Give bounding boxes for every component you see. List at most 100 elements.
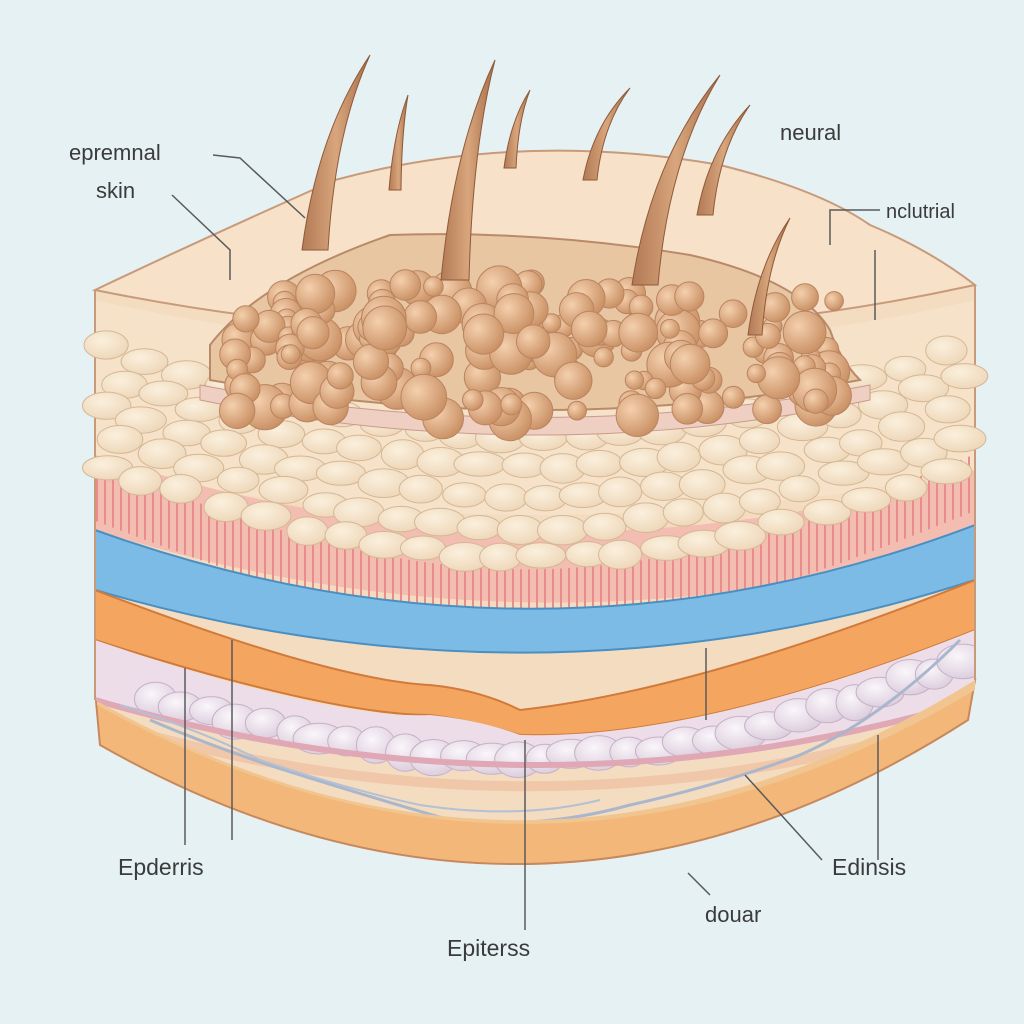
fat-globule <box>500 393 523 416</box>
epidermal-cell <box>82 391 132 420</box>
fat-globule <box>718 299 748 329</box>
epidermal-cell <box>240 501 292 531</box>
speckle <box>677 846 691 857</box>
hair-icon <box>696 104 751 216</box>
blue-vessel-layer <box>95 523 975 654</box>
label-douar: douar <box>705 902 761 927</box>
fat-globule <box>669 343 711 385</box>
epidermal-cell <box>456 515 502 541</box>
epidermal-cell <box>515 542 567 569</box>
speckle <box>121 775 142 789</box>
speckle <box>140 781 159 791</box>
epidermal-cell <box>258 475 309 504</box>
epidermal-cell <box>336 434 382 462</box>
fat-globule <box>403 300 438 334</box>
fat-globule <box>674 281 705 312</box>
fat-globule <box>280 344 301 365</box>
epidermal-cell <box>137 438 187 470</box>
fat-globule <box>671 393 704 425</box>
fat-globule <box>296 316 330 350</box>
fat-globule <box>618 312 659 353</box>
epidermal-cell <box>138 380 189 407</box>
speckle <box>200 800 218 815</box>
epidermal-cell <box>120 348 169 376</box>
speckle <box>915 752 929 762</box>
epidermal-cell <box>755 451 806 481</box>
speckle <box>185 794 202 808</box>
epidermal-cell <box>662 498 704 527</box>
lavender-cells <box>133 643 975 779</box>
epidermal-cell <box>159 474 203 504</box>
fat-globule <box>554 361 593 400</box>
hair-icon <box>301 54 371 251</box>
fat-globule <box>219 392 256 429</box>
speckle <box>95 760 109 771</box>
speckle <box>734 830 748 842</box>
leader-douar <box>687 872 711 896</box>
fat-globule <box>389 269 422 301</box>
epidermal-cell <box>778 475 820 503</box>
epidermal-cell <box>496 515 544 545</box>
fat-globule <box>232 305 260 333</box>
speckle <box>790 809 806 821</box>
speckle <box>803 807 823 819</box>
epidermal-cell <box>575 449 623 478</box>
epidermal-cell <box>757 508 805 536</box>
epidermal-cell <box>200 429 248 457</box>
label-nclutrial: nclutrial <box>886 201 955 223</box>
speckle <box>118 765 133 776</box>
speckle <box>884 779 899 789</box>
speckle <box>905 769 922 780</box>
epidermal-cell <box>802 499 852 526</box>
epidermal-cell <box>414 507 466 537</box>
epidermal-cell <box>622 502 670 534</box>
leader-epremnal <box>212 154 306 219</box>
speckle <box>889 764 903 776</box>
epidermal-cell <box>739 488 781 515</box>
fat-globule <box>824 291 844 311</box>
fat-globule <box>567 400 587 421</box>
epidermal-cell <box>442 482 487 508</box>
leader-lines <box>171 154 880 930</box>
label-epderris: Epderris <box>118 854 204 880</box>
speckle <box>231 815 249 821</box>
epidermal-cell <box>598 539 643 570</box>
hair-icon <box>631 74 721 286</box>
fat-globule <box>295 273 336 314</box>
fat-globule <box>791 283 819 312</box>
epidermal-cell <box>479 542 522 572</box>
label-skin: skin <box>96 178 135 203</box>
hair-icon <box>747 217 791 336</box>
epidermal-cell <box>453 451 507 477</box>
hair-icon <box>440 59 496 281</box>
fat-globule <box>721 385 745 409</box>
speckle <box>710 839 726 847</box>
epidermal-cell <box>398 474 443 504</box>
speckle <box>903 766 925 781</box>
fat-globule <box>516 324 551 359</box>
speckle <box>732 832 748 840</box>
epidermal-cell <box>484 483 529 512</box>
hair-icon <box>388 94 409 191</box>
speckle <box>748 825 764 838</box>
fat-globule <box>462 313 505 355</box>
epidermal-cell <box>83 330 129 360</box>
fat-globule <box>746 363 766 384</box>
fat-globule <box>803 388 829 414</box>
orange-layer <box>95 578 975 737</box>
pink-layer <box>95 455 975 603</box>
speckle <box>195 799 212 811</box>
epidermal-cell <box>702 492 746 524</box>
epidermal-cell <box>537 515 589 546</box>
speckle <box>886 774 901 788</box>
hair-icon <box>582 87 631 181</box>
label-epremnal: epremnal <box>69 140 161 165</box>
label-edinsis: Edinsis <box>832 854 906 880</box>
epidermal-cell <box>582 512 627 541</box>
fat-globule <box>660 318 680 339</box>
fat-globule <box>462 389 484 411</box>
fat-globule <box>593 347 614 368</box>
epidermal-cell <box>924 395 971 424</box>
epidermal-cell <box>678 469 726 500</box>
